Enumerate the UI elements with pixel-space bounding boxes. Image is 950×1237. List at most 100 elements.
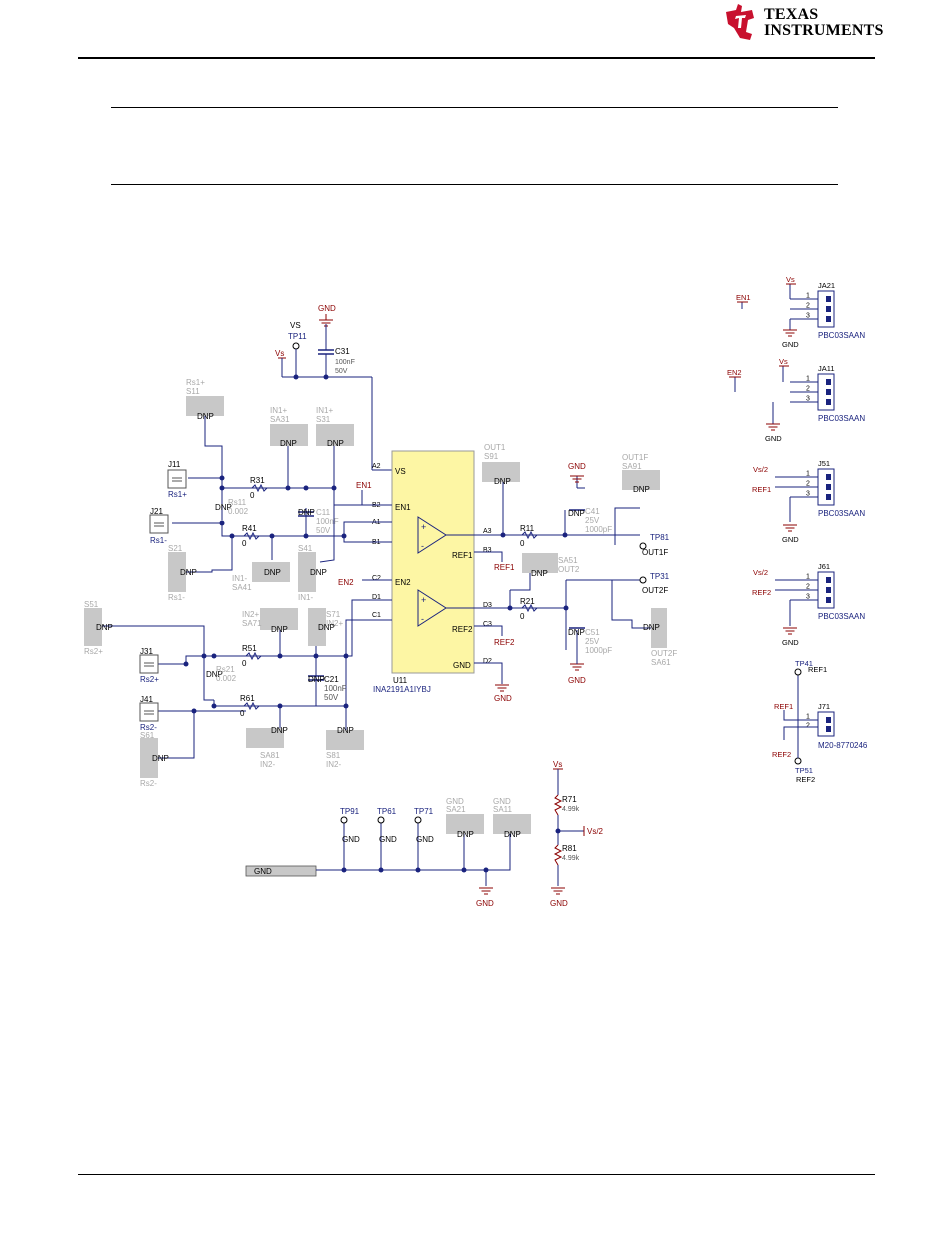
svg-text:IN1-: IN1- [298,593,313,602]
svg-text:DNP: DNP [271,726,288,735]
svg-text:TP31: TP31 [650,572,670,581]
brand-line2: INSTRUMENTS [764,22,884,39]
svg-text:DNP: DNP [337,726,354,735]
vs-label: VS [290,321,301,330]
svg-text:Vs: Vs [553,760,562,769]
ja21-pin-2 [826,306,831,312]
ja21-net-label-0: Vs [786,275,795,284]
svg-text:Rs2-: Rs2- [140,723,157,732]
svg-text:TP91: TP91 [340,807,360,816]
svg-text:OUT2F: OUT2F [651,649,677,658]
svg-text:Rs2+: Rs2+ [140,675,159,684]
pin-b3: B3 [483,547,492,554]
j51-net-label-0: Vs/2 [753,465,768,474]
j61-pin-num-1: 1 [806,574,810,581]
j71-ref: J71 [818,702,830,711]
tp41-circle [794,668,802,676]
svg-text:IN2-: IN2- [326,760,341,769]
tp11-label: TP11 [288,332,307,341]
svg-text:SA51: SA51 [558,556,578,565]
output-labels: OUT1 S91 DNP R11 0 REF1 SA51 OUT2 DNP R2… [484,443,677,703]
pin-a2: A2 [372,463,381,470]
pin-c2: C2 [372,575,381,582]
svg-text:Rs11: Rs11 [228,498,247,507]
gnd-bar-label: GND [254,867,272,876]
svg-text:DNP: DNP [504,830,521,839]
gnd-label: GND [318,304,336,313]
j71-body [817,711,835,737]
svg-text:S21: S21 [168,544,183,553]
svg-text:1000pF: 1000pF [585,525,612,534]
output-caps [569,509,585,629]
svg-text:0.002: 0.002 [228,507,249,516]
j51-pin-num-1: 1 [806,471,810,478]
bottom-section: TP91 TP61 TP71 GND GND GND GND SA21 DNP … [254,760,604,908]
svg-text:SA11: SA11 [493,805,513,814]
j51-net-label-1: REF1 [752,485,771,494]
connector-bars [144,477,182,715]
caption-top-rule [111,107,838,108]
svg-text:S61: S61 [140,731,155,740]
ti-logo [722,2,882,42]
ja21-pin-3 [826,316,831,322]
svg-text:EN2: EN2 [338,578,354,587]
svg-text:J31: J31 [140,647,153,656]
ja11-pin-num-3: 3 [806,396,810,403]
svg-text:GND: GND [494,694,512,703]
svg-text:Rs1+: Rs1+ [186,378,205,387]
ja11-pin-2 [826,389,831,395]
svg-text:DNP: DNP [271,625,288,634]
svg-text:DNP: DNP [96,623,113,632]
resistors [243,483,538,711]
ja11-net-label-0: Vs [779,357,788,366]
svg-text:IN1+: IN1+ [270,406,287,415]
j51-ref: J51 [818,459,830,468]
svg-text:OUT1: OUT1 [484,443,506,452]
ja21-ref: JA21 [818,281,835,290]
svg-text:0: 0 [520,612,525,621]
svg-text:DNP: DNP [308,675,325,684]
svg-text:GND: GND [568,676,586,685]
svg-text:0: 0 [520,539,525,548]
cap-c11 [298,511,324,681]
header-rule [78,57,875,59]
j61-pin-1 [826,577,831,583]
junction-dots [183,475,349,714]
output-dots [500,532,569,611]
svg-text:DNP: DNP [206,670,223,679]
svg-text:0: 0 [242,659,247,668]
ja11-pin-1 [826,379,831,385]
svg-text:S51: S51 [84,600,99,609]
svg-text:R71: R71 [562,795,577,804]
svg-text:R61: R61 [240,694,255,703]
svg-text:R41: R41 [242,524,257,533]
j61-ref: J61 [818,562,830,571]
svg-text:0: 0 [242,539,247,548]
svg-text:DNP: DNP [531,569,548,578]
svg-text:100nF: 100nF [324,684,347,693]
j71-pin-2 [826,726,831,732]
svg-text:DNP: DNP [298,508,315,517]
ic-u11: + - + - VS EN1 EN2 REF1 REF2 GND A2 B2 A… [372,450,492,694]
c31-ref: C31 [335,347,350,356]
svg-text:SA81: SA81 [260,751,280,760]
svg-text:GND: GND [446,797,464,806]
svg-text:0.002: 0.002 [216,674,237,683]
svg-text:S91: S91 [484,452,499,461]
svg-text:DNP: DNP [152,754,169,763]
svg-text:-: - [421,541,424,551]
svg-text:+: + [421,522,426,532]
pin-d3: D3 [483,602,492,609]
svg-text:IN1+: IN1+ [316,406,333,415]
ja21-net-label-1: EN1 [736,293,751,302]
footer-rule [78,1174,875,1175]
svg-text:J41: J41 [140,695,153,704]
svg-text:GND: GND [550,899,568,908]
j71-pin-1 [826,717,831,723]
svg-text:R31: R31 [250,476,265,485]
svg-text:J21: J21 [150,507,163,516]
pin-d1: D1 [372,594,381,601]
j51-part: PBC03SAAN [818,509,865,518]
pin-en1: EN1 [395,503,411,512]
